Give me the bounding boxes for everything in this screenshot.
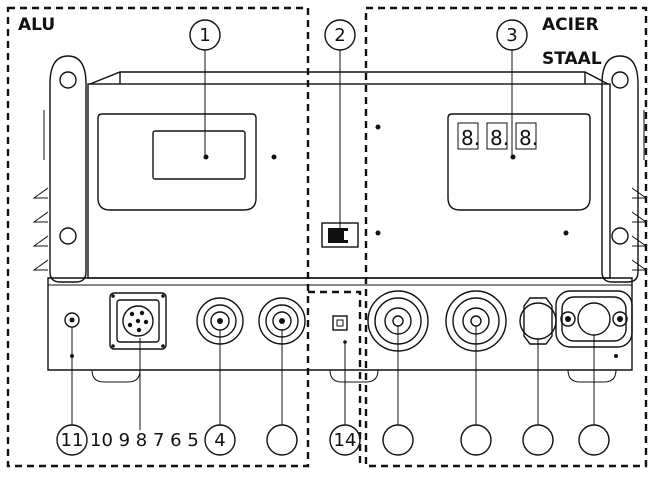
display-digit: 8.	[490, 126, 509, 150]
callout-empty-1	[266, 330, 298, 456]
zone-steel-label-line1: ACIER	[542, 15, 599, 35]
callout-11-label: 11	[61, 430, 84, 451]
connector-14-small-square	[332, 315, 348, 344]
callout-14-label: 14	[334, 430, 357, 451]
display-digit: 8.	[519, 126, 538, 150]
callout-1-label: 1	[199, 25, 210, 46]
callout-2: 2	[324, 19, 356, 232]
left-display-panel	[97, 113, 277, 211]
callout-sequence-label: 10 9 8 7 6 5	[90, 430, 199, 451]
callout-empty-4	[522, 339, 554, 456]
zone-borders	[6, 6, 648, 468]
callout-empty-5	[578, 335, 610, 456]
callout-4: 4	[204, 330, 236, 456]
gas-connector	[519, 297, 557, 345]
display-digit: 8.	[461, 126, 480, 150]
callout-3: 3	[496, 19, 528, 155]
zone-steel-label-line2: STAAL	[542, 49, 602, 69]
callout-14: 14	[329, 342, 361, 456]
right-display-panel: 8. 8. 8.	[447, 113, 591, 236]
callout-3-label: 3	[506, 25, 517, 46]
callout-empty-3	[460, 326, 492, 456]
callout-11: 11	[56, 327, 88, 456]
left-handle	[43, 55, 87, 283]
power-switch	[321, 124, 381, 248]
callout-empty-2	[382, 326, 414, 456]
callout-2-label: 2	[334, 25, 345, 46]
callout-4-label: 4	[214, 430, 225, 451]
connector-multipin-socket	[109, 292, 167, 350]
zone-alu-label: ALU	[18, 15, 55, 35]
right-handle	[601, 55, 645, 283]
callout-1: 1	[189, 19, 221, 155]
